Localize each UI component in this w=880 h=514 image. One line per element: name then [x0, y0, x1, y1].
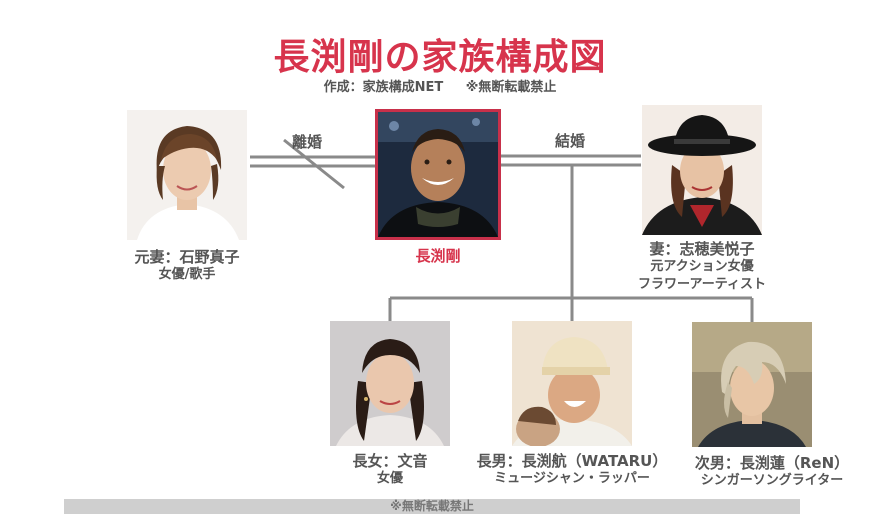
- son1-label: 長男：長渕航（WATARU） ミュージシャン・ラッパー: [472, 452, 672, 488]
- wife-role-2: フラワーアーティスト: [638, 277, 766, 292]
- ex-wife-name: 元妻：石野真子: [134, 248, 240, 266]
- footer-notice: ※無断転載禁止: [64, 499, 800, 514]
- son1-photo: [512, 321, 632, 446]
- divorce-slash: [283, 138, 345, 190]
- credit-text: 作成：家族構成NET: [323, 80, 444, 95]
- daughter-label: 長女：文音 女優: [318, 452, 462, 488]
- daughter-photo: [330, 321, 450, 446]
- marriage-label: 結婚: [555, 132, 586, 150]
- daughter-role: 女優: [376, 471, 403, 486]
- wife-label: 妻：志穂美悦子 元アクション女優 フラワーアーティスト: [607, 240, 797, 294]
- self-name: 長渕剛: [415, 247, 461, 265]
- self-label: 長渕剛: [378, 247, 498, 265]
- son2-photo: [692, 322, 812, 447]
- son1-role: ミュージシャン・ラッパー: [494, 471, 650, 486]
- son2-label: 次男：長渕蓮（ReN） シンガーソングライター: [674, 454, 870, 490]
- credit-line: 作成：家族構成NET ※無断転載禁止: [0, 76, 880, 95]
- ex-wife-photo: [127, 110, 247, 240]
- ex-wife-label: 元妻：石野真子 女優/歌手: [107, 248, 267, 284]
- wife-photo: [642, 105, 762, 235]
- no-reprint-notice: ※無断転載禁止: [465, 80, 557, 95]
- son1-name: 長男：長渕航（WATARU）: [476, 452, 668, 470]
- page-title: 長渕剛の家族構成図: [273, 37, 607, 78]
- self-photo: [375, 109, 501, 240]
- ex-wife-role: 女優/歌手: [158, 267, 216, 282]
- daughter-name: 長女：文音: [352, 452, 428, 470]
- divorce-label: 離婚: [292, 133, 323, 151]
- wife-name: 妻：志穂美悦子: [649, 240, 755, 258]
- wife-role-1: 元アクション女優: [650, 259, 754, 274]
- son2-role: シンガーソングライター: [700, 473, 844, 488]
- son2-name: 次男：長渕蓮（ReN）: [694, 454, 850, 472]
